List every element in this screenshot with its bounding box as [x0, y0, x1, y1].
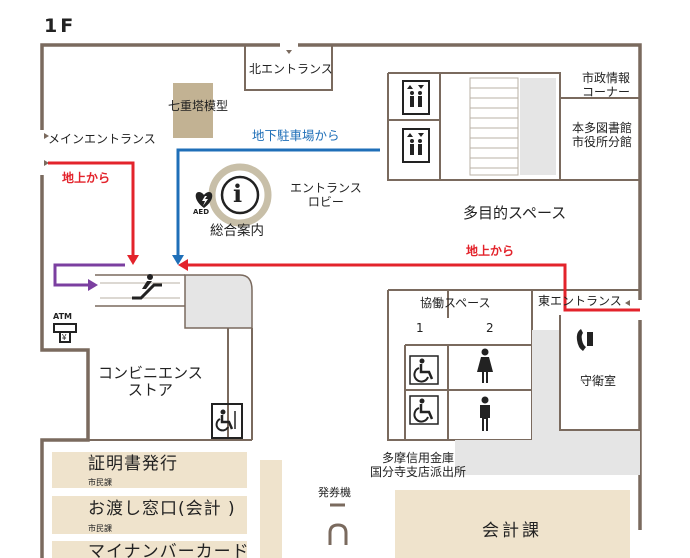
pagoda-model — [173, 83, 213, 138]
svg-text:¥: ¥ — [61, 333, 67, 342]
guard-room-walls — [532, 289, 640, 431]
main-entrance-door — [38, 131, 48, 174]
east-area-floor — [455, 330, 640, 475]
north-entrance-door — [280, 42, 298, 50]
route-left-arrowhead — [127, 255, 139, 265]
mens-toilet-icon — [476, 396, 494, 432]
pagoda-model-label: 七重塔模型 — [168, 99, 229, 113]
ticket-machine-shape — [328, 503, 348, 545]
general-information-label: 総合案内 — [210, 223, 264, 239]
east-entrance-label: 東エントランス — [538, 294, 622, 308]
route-from-parking-label: 地下駐車場から — [252, 128, 340, 143]
multipurpose-space-label: 多目的スペース — [463, 204, 567, 222]
route-from-ground-right-label: 地上から — [466, 244, 515, 258]
main-entrance-label: メインエントランス — [48, 132, 156, 146]
cooperation-space-2-label: 2 — [486, 321, 494, 335]
counter-pickup-window: お渡し窓口(会計 ) 市民課 — [52, 496, 247, 534]
guard-room-label: 守衛室 — [580, 374, 617, 388]
route-from-ground-left-label: 地上から — [62, 171, 111, 185]
cashier-section-label: 会計課 — [482, 521, 542, 541]
escalator-area — [95, 274, 253, 329]
route-from-ground-right — [188, 263, 640, 312]
city-info-corner-label: 市政情報 コーナー — [582, 71, 631, 99]
north-door-marker — [286, 50, 292, 54]
convenience-store-label: コンビニエンス ストア — [98, 364, 203, 400]
counter-my-number-title: マイナンバーカード — [88, 542, 247, 558]
stair-landing — [520, 78, 556, 175]
cashier-counter — [395, 490, 630, 558]
elevator-icon — [402, 128, 430, 163]
cooperation-space-1-label: 1 — [416, 321, 424, 335]
accessible-elevator-icon — [211, 403, 243, 439]
accessible-toilet-icon — [409, 395, 439, 425]
route-purple — [53, 263, 125, 287]
womens-toilet-icon — [475, 348, 495, 384]
route-right-arrowhead — [178, 259, 188, 271]
counter-pickup-dept: 市民課 — [88, 524, 112, 533]
counter-certificates: 証明書発行 市民課 — [52, 452, 247, 488]
route-parking-arrowhead — [172, 255, 184, 265]
atm-label: ATM — [53, 312, 72, 321]
floor-label: 1F — [44, 15, 77, 37]
route-purple-arrowhead — [88, 279, 98, 291]
info-icon: i — [233, 179, 243, 208]
phone-icon — [575, 327, 595, 353]
route-from-ground-left — [48, 161, 135, 258]
atm-icon: ATM ¥ — [52, 312, 78, 344]
library-branch-label: 本多図書館 市役所分館 — [572, 121, 633, 149]
aed-label: AED — [193, 208, 210, 216]
counter-my-number-card: マイナンバーカード — [52, 541, 247, 558]
aed-icon: AED — [192, 188, 216, 218]
counter-pickup-title: お渡し窓口(会計 ) — [88, 499, 236, 519]
stair-steps — [469, 77, 519, 176]
north-entrance-walls — [244, 45, 333, 91]
accessible-toilet-icon — [409, 355, 439, 385]
ticket-machine-label: 発券機 — [318, 486, 351, 499]
north-entrance-label: 北エントランス — [249, 62, 333, 76]
escalator-icon — [130, 272, 164, 302]
counter-certificates-title: 証明書発行 — [88, 454, 178, 474]
route-from-parking — [176, 148, 380, 258]
counter-certificates-dept: 市民課 — [88, 478, 112, 487]
entrance-lobby-label: エントランス ロビー — [290, 181, 362, 209]
bank-branch-label: 多摩信用金庫 国分寺支店派出所 — [370, 451, 467, 479]
cooperation-space-label: 協働スペース — [420, 296, 491, 310]
elevator-icon — [402, 80, 430, 115]
